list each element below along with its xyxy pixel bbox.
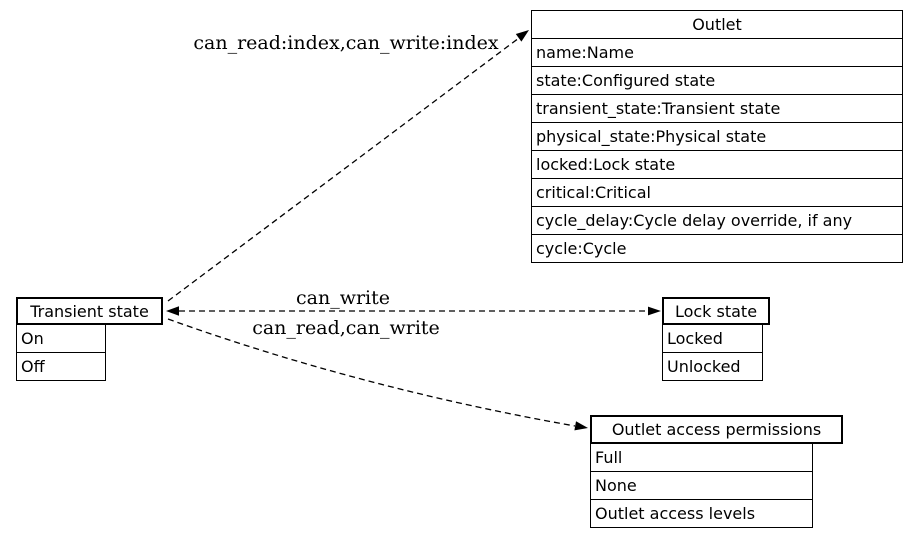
outlet-access-value-none: None <box>591 472 812 500</box>
edge-label-can-write: can_write <box>295 287 391 309</box>
edge-label-can-read-can-write: can_read,can_write <box>252 317 440 339</box>
node-transient-state-values: On Off <box>16 324 106 381</box>
node-lock-state-header: Lock state <box>662 297 770 325</box>
node-outlet-title: Outlet <box>532 11 902 39</box>
outlet-access-value-full: Full <box>591 444 812 472</box>
node-lock-state-values: Locked Unlocked <box>662 324 763 381</box>
node-outlet: Outlet name:Name state:Configured state … <box>531 10 903 263</box>
arrowhead-into-transient-state <box>166 306 179 316</box>
node-transient-state-header: Transient state <box>16 297 163 325</box>
outlet-field-locked: locked:Lock state <box>532 151 902 179</box>
node-outlet-access-header: Outlet access permissions <box>590 415 843 444</box>
transient-state-value-off: Off <box>21 357 45 376</box>
edge-line-to-outlet <box>167 37 520 302</box>
arrowhead-into-outlet-access <box>574 421 588 431</box>
node-outlet-access-values: Full None Outlet access levels <box>590 443 813 528</box>
outlet-access-value-levels: Outlet access levels <box>595 504 756 523</box>
outlet-field-transient-state: transient_state:Transient state <box>532 95 902 123</box>
outlet-field-name: name:Name <box>532 39 902 67</box>
arrowhead-into-lock-state <box>648 306 661 316</box>
outlet-field-cycle: cycle:Cycle <box>536 239 627 258</box>
outlet-field-critical: critical:Critical <box>532 179 902 207</box>
outlet-field-cycle-delay: cycle_delay:Cycle delay override, if any <box>532 207 902 235</box>
arrowhead-into-outlet <box>515 30 529 42</box>
transient-state-value-on: On <box>17 325 105 353</box>
edge-label-can-read-write-index: can_read:index,can_write:index <box>193 32 499 54</box>
outlet-field-physical-state: physical_state:Physical state <box>532 123 902 151</box>
lock-state-value-locked: Locked <box>663 325 762 353</box>
outlet-field-state: state:Configured state <box>532 67 902 95</box>
lock-state-value-unlocked: Unlocked <box>667 357 741 376</box>
edge-line-to-outlet-access <box>167 318 576 427</box>
